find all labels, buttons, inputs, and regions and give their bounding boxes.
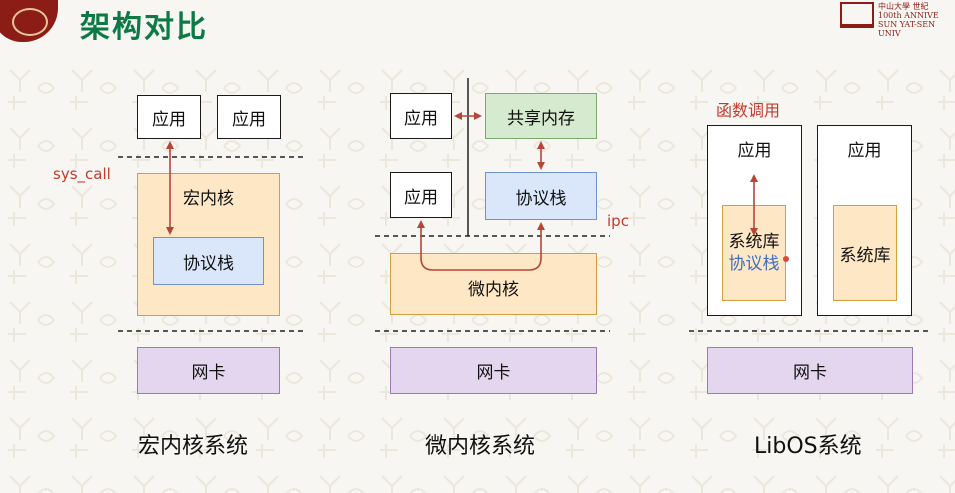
micro-protocol-stack: 协议栈 [485,172,597,220]
micro-kernel-box: 微内核 [390,253,597,315]
university-logo-text: 中山大學 世紀 100th ANNIVE SUN YAT-SEN UNIV [878,2,954,38]
libos-syslib-1-label: 系统库 [728,232,780,252]
micro-caption: 微内核系统 [425,434,536,459]
syscall-label: sys_call [53,165,111,183]
micro-app-1: 应用 [390,93,452,139]
macro-app-1: 应用 [137,95,201,139]
university-logo-icon [840,2,874,28]
libos-caption: LibOS系统 [754,434,862,459]
libos-syslib-2: 系统库 [833,205,897,301]
micro-app-2: 应用 [390,172,452,218]
page-title: 架构对比 [80,10,208,45]
macro-nic: 网卡 [137,347,280,394]
logo-line-2: 100th ANNIVE [878,11,939,20]
macro-app-2: 应用 [217,95,281,139]
libos-protocol-stack: 协议栈 [728,254,780,274]
logo-line-3: SUN YAT-SEN UNIV [878,20,936,38]
micro-ipc-arrow [417,220,545,271]
macro-caption: 宏内核系统 [138,434,249,459]
ipc-label: ipc [607,212,629,230]
micro-nic: 网卡 [390,347,597,394]
function-call-label: 函数调用 [716,101,781,120]
macro-protocol-stack: 协议栈 [153,237,264,285]
micro-shared-memory: 共享内存 [485,93,597,139]
libos-nic: 网卡 [707,347,913,394]
logo-line-1: 中山大學 世紀 [878,2,929,11]
pointer-dot-icon [783,256,789,262]
logo-blob-ring [12,8,48,36]
